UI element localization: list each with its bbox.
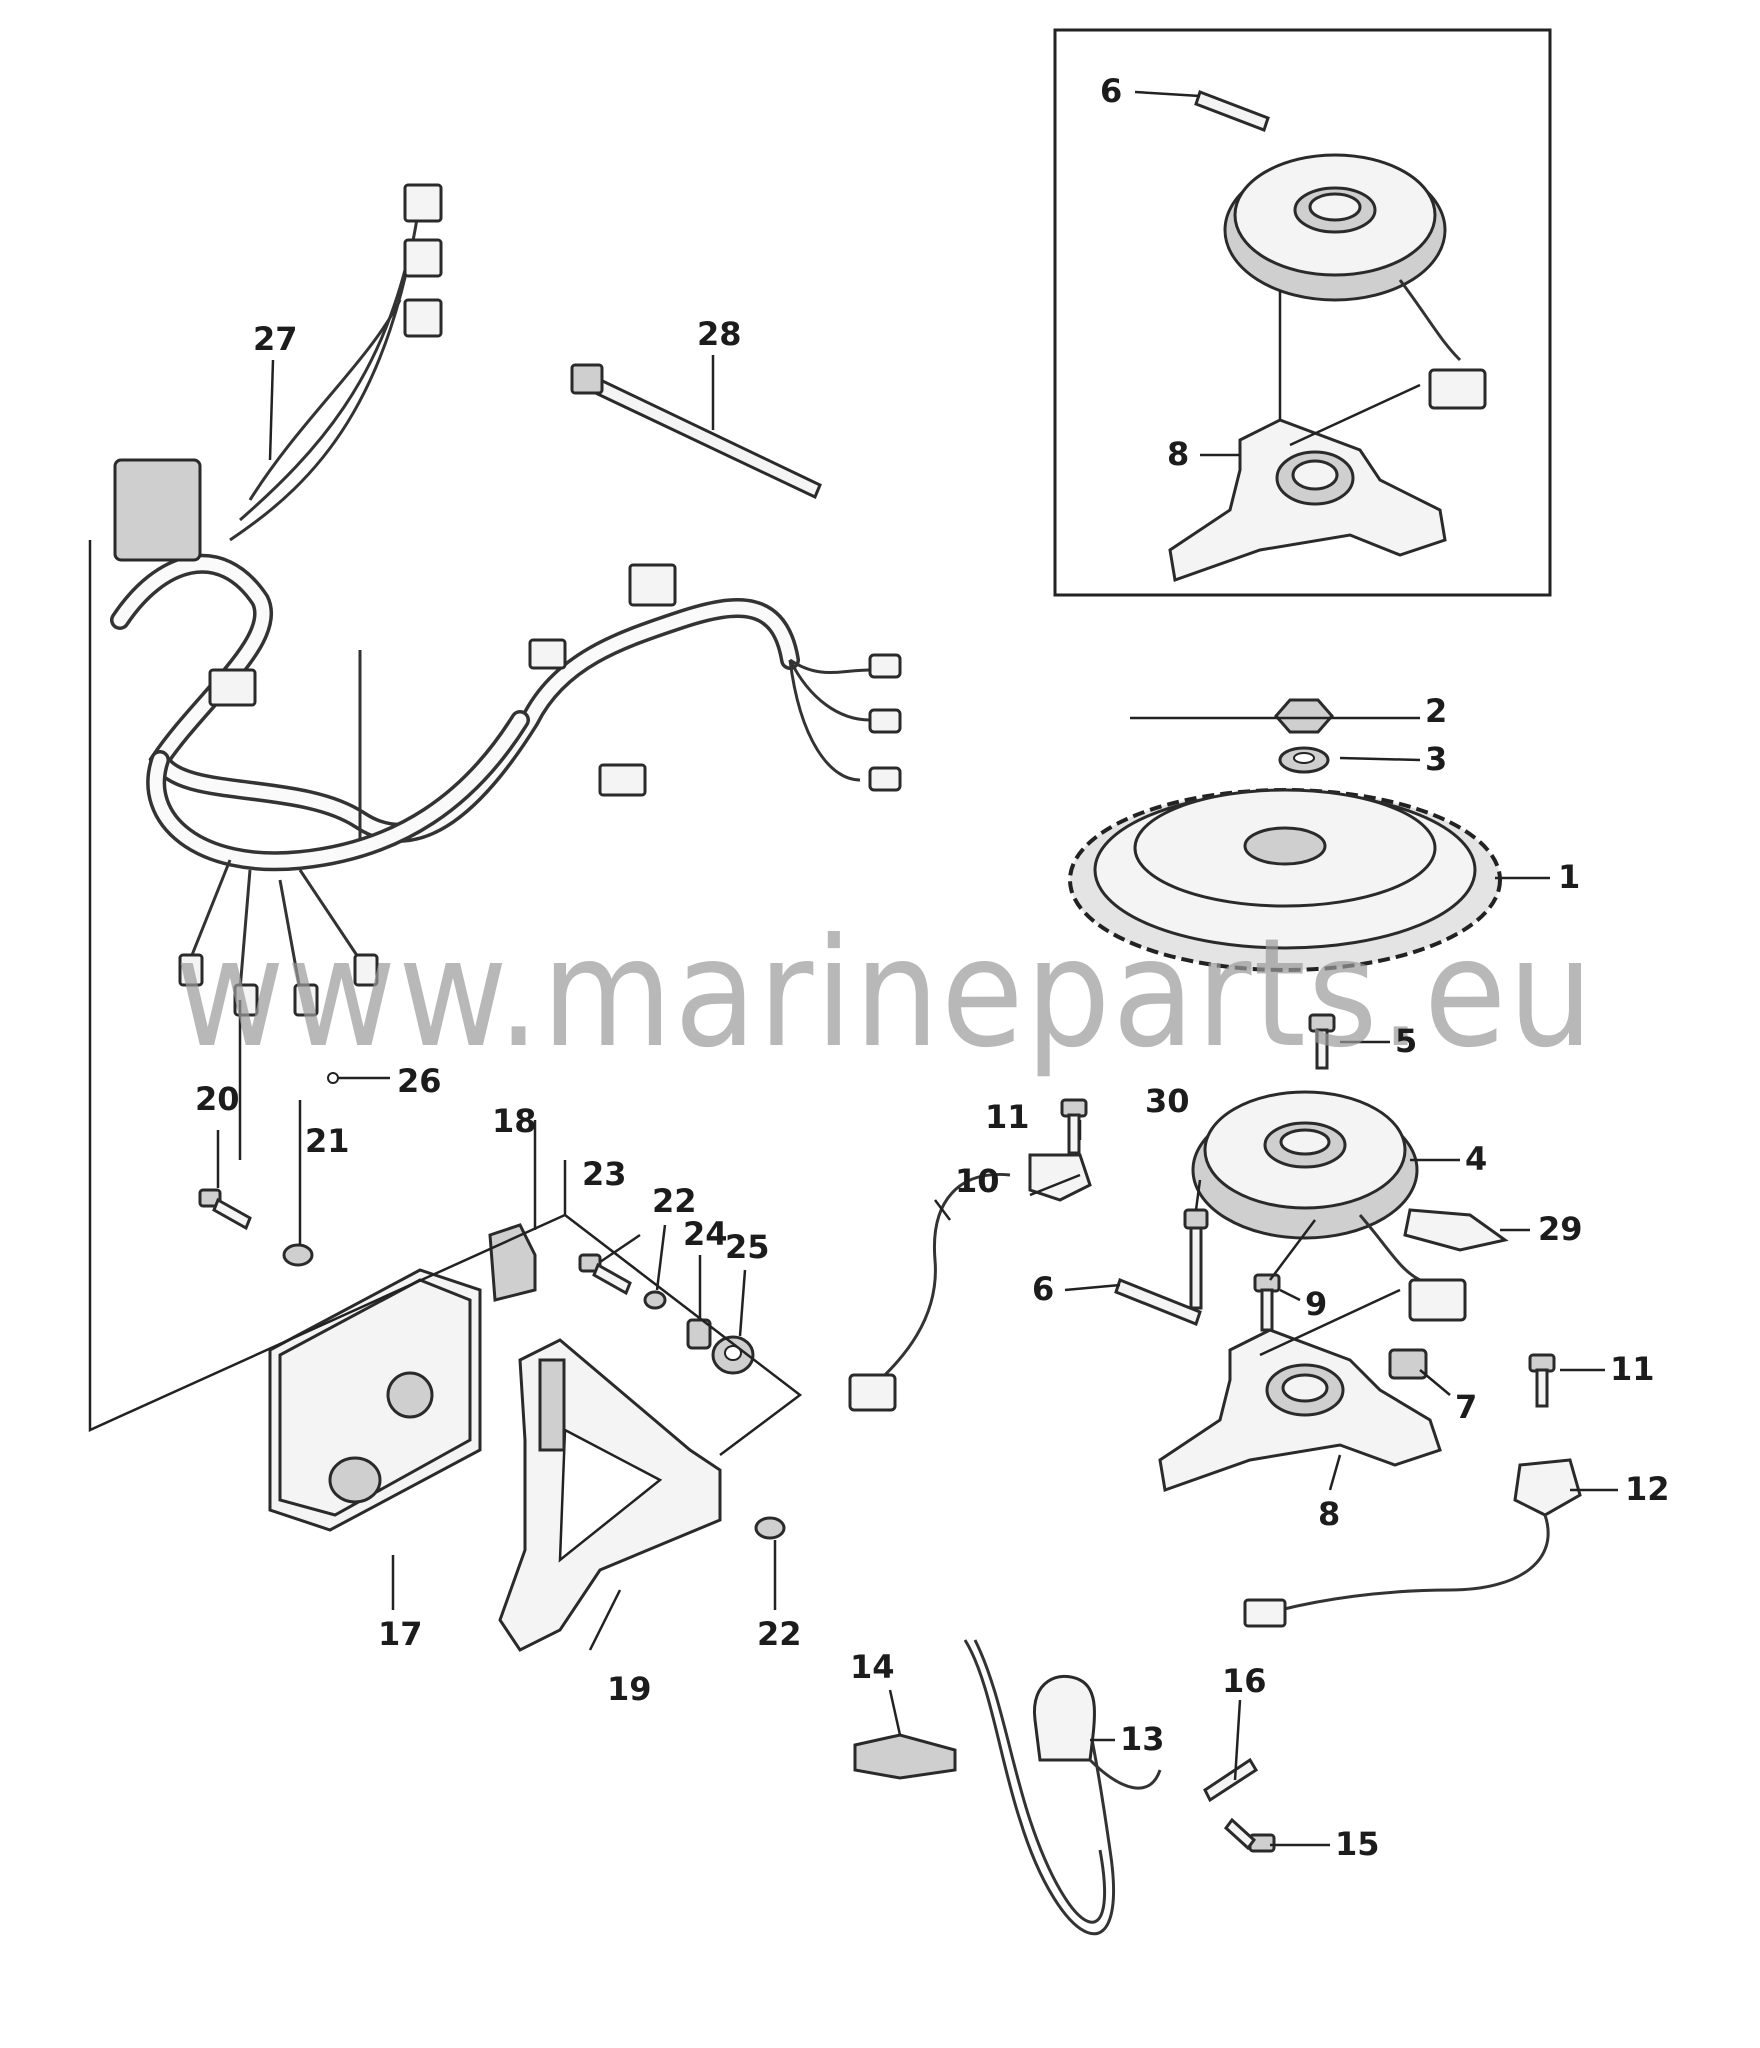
ignition-coil-sensor bbox=[1243, 1458, 1582, 1628]
ring-26 bbox=[327, 1072, 339, 1084]
callout-26: 26 bbox=[397, 1062, 442, 1100]
callout-11-trigger: 11 bbox=[985, 1098, 1030, 1136]
callout-15: 15 bbox=[1335, 1825, 1380, 1863]
cable-tie bbox=[570, 363, 822, 500]
callout-22-upper: 22 bbox=[652, 1182, 697, 1220]
callout-29: 29 bbox=[1538, 1210, 1583, 1248]
sensor-screw bbox=[1528, 1353, 1556, 1408]
callout-13: 13 bbox=[1120, 1720, 1165, 1758]
callout-24: 24 bbox=[683, 1215, 728, 1253]
callout-9: 9 bbox=[1305, 1285, 1327, 1323]
cdm-module bbox=[268, 1268, 482, 1532]
ground-lead-assembly bbox=[853, 1639, 1162, 1936]
callout-28: 28 bbox=[697, 315, 742, 353]
callout-7: 7 bbox=[1455, 1388, 1477, 1426]
flywheel-washer bbox=[1278, 746, 1330, 774]
clip bbox=[1388, 1348, 1428, 1380]
callout-21: 21 bbox=[305, 1122, 350, 1160]
mounting-bracket bbox=[498, 1338, 722, 1652]
flywheel-nut bbox=[1274, 698, 1334, 734]
bracket-screw bbox=[1253, 1273, 1281, 1332]
long-screw bbox=[1183, 1208, 1209, 1310]
plate bbox=[1403, 1208, 1509, 1252]
small-washer bbox=[643, 1290, 667, 1310]
callout-16: 16 bbox=[1222, 1662, 1267, 1700]
callout-8-inset: 8 bbox=[1167, 435, 1189, 473]
callout-23: 23 bbox=[582, 1155, 627, 1193]
watermark-text: www.marineparts.eu bbox=[175, 907, 1595, 1081]
callout-labels: 1 2 3 4 5 6 6 7 8 8 9 10 11 11 12 13 14 … bbox=[195, 72, 1670, 1863]
cdm-screw bbox=[198, 1188, 252, 1231]
cdm-washer bbox=[282, 1243, 314, 1267]
callout-8: 8 bbox=[1318, 1495, 1340, 1533]
inset-pin bbox=[1194, 90, 1270, 132]
callout-6-inset: 6 bbox=[1100, 72, 1122, 110]
ground-screw bbox=[1223, 1817, 1276, 1853]
callout-2: 2 bbox=[1425, 692, 1447, 730]
callout-19: 19 bbox=[607, 1670, 652, 1708]
callout-17: 17 bbox=[378, 1615, 423, 1653]
callout-25: 25 bbox=[725, 1228, 770, 1266]
callout-6: 6 bbox=[1032, 1270, 1054, 1308]
stator-screw bbox=[1308, 1013, 1336, 1070]
stator-bracket bbox=[1158, 1328, 1442, 1493]
callout-1: 1 bbox=[1558, 858, 1580, 896]
callout-22-lower: 22 bbox=[757, 1615, 802, 1653]
callout-27: 27 bbox=[253, 320, 298, 358]
callout-12: 12 bbox=[1625, 1470, 1670, 1508]
bracket-screw-23 bbox=[578, 1253, 632, 1296]
bracket-washer bbox=[754, 1516, 786, 1540]
inset-box bbox=[1053, 28, 1552, 597]
callout-30: 30 bbox=[1145, 1082, 1190, 1120]
callout-18: 18 bbox=[492, 1102, 537, 1140]
callout-4: 4 bbox=[1465, 1140, 1487, 1178]
connector-boot bbox=[488, 1223, 537, 1302]
trigger-screw bbox=[1060, 1098, 1088, 1155]
stator bbox=[1191, 1090, 1467, 1322]
wiring-harness bbox=[110, 183, 902, 1017]
spacer bbox=[686, 1318, 712, 1350]
callout-20: 20 bbox=[195, 1080, 240, 1118]
callout-11-sensor: 11 bbox=[1610, 1350, 1655, 1388]
callout-14: 14 bbox=[850, 1648, 895, 1686]
dowel-pin bbox=[1114, 1278, 1202, 1326]
inset-bracket bbox=[1168, 418, 1447, 583]
callout-3: 3 bbox=[1425, 740, 1447, 778]
grommet bbox=[711, 1335, 755, 1375]
inset-stator bbox=[1223, 153, 1487, 410]
callout-10: 10 bbox=[955, 1162, 1000, 1200]
trigger-coil bbox=[848, 1153, 1092, 1412]
ground-pin bbox=[1203, 1757, 1259, 1803]
flywheel bbox=[1068, 788, 1502, 972]
callout-5: 5 bbox=[1395, 1022, 1417, 1060]
